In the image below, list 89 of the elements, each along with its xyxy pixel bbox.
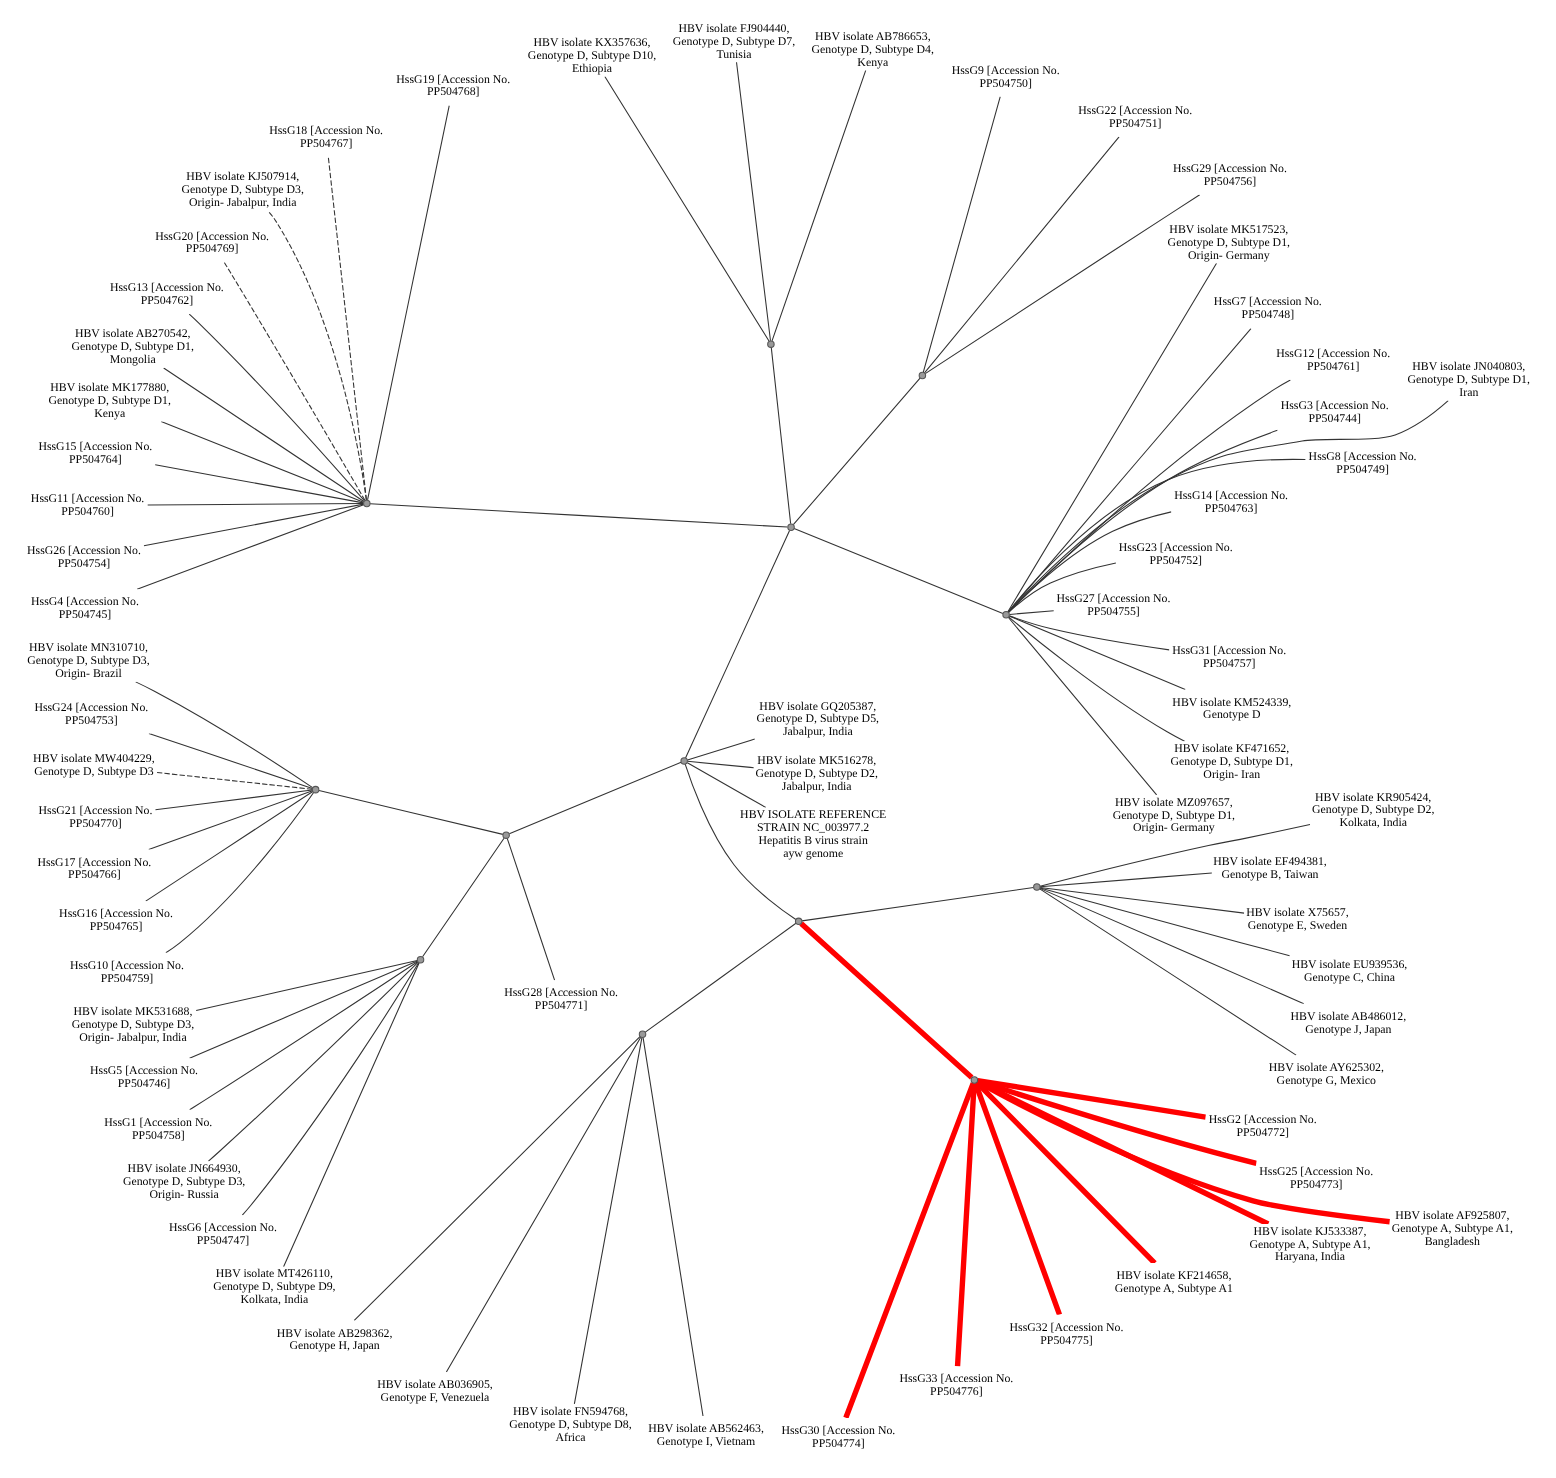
connector	[685, 529, 791, 759]
connector	[684, 763, 797, 921]
connector	[642, 1037, 704, 1417]
node-circle	[502, 831, 510, 839]
connector	[686, 760, 755, 769]
connector	[143, 503, 365, 547]
connector	[922, 96, 1001, 373]
connector	[207, 961, 419, 1162]
connector	[369, 503, 788, 528]
connector	[160, 421, 365, 503]
connector	[163, 367, 365, 503]
connector	[165, 791, 315, 954]
connector	[148, 732, 313, 790]
connector	[267, 210, 367, 501]
connector	[1007, 429, 1278, 613]
connector	[975, 1080, 1157, 1265]
connector	[1008, 616, 1186, 742]
node-circle	[363, 499, 371, 508]
node-circle	[918, 371, 927, 380]
connector	[147, 503, 364, 506]
connector	[735, 61, 772, 342]
connector	[241, 962, 420, 1216]
connector	[976, 1078, 1258, 1167]
connector	[793, 527, 1004, 614]
connector	[1039, 887, 1291, 957]
connector	[154, 789, 313, 811]
connector	[1008, 562, 1117, 613]
connector	[189, 960, 418, 1059]
connector	[1009, 610, 1055, 615]
connector	[188, 313, 366, 502]
node-circle	[416, 955, 425, 964]
connector	[148, 790, 313, 850]
connector	[954, 1083, 977, 1367]
connector	[1039, 888, 1297, 1056]
connector	[686, 762, 767, 808]
connector	[1007, 458, 1307, 613]
node-circle	[767, 340, 775, 348]
connector	[1008, 615, 1186, 691]
node-circle	[1002, 610, 1010, 619]
connector	[195, 959, 418, 1012]
connector	[1039, 872, 1213, 888]
connector	[506, 837, 556, 981]
connector	[843, 1082, 976, 1419]
connector	[1008, 615, 1170, 651]
connector	[1007, 262, 1218, 613]
connector	[1007, 328, 1252, 613]
connector	[1007, 400, 1449, 613]
connector	[976, 1079, 1270, 1227]
connector	[223, 261, 366, 501]
node-circle	[680, 757, 688, 765]
connector	[924, 194, 1201, 375]
connector	[799, 921, 974, 1080]
connector	[573, 1037, 643, 1405]
connector	[318, 789, 504, 835]
connector	[508, 761, 682, 835]
connector	[327, 156, 367, 501]
connector	[976, 1079, 1390, 1225]
connector	[1007, 616, 1158, 796]
connector	[136, 504, 365, 590]
connector	[771, 69, 867, 342]
connector	[1007, 511, 1172, 613]
connector	[154, 464, 364, 504]
connector	[135, 681, 314, 789]
node-circle	[970, 1076, 979, 1084]
connector	[283, 962, 420, 1268]
connector	[422, 837, 505, 958]
connector	[1039, 887, 1305, 1005]
connector	[644, 922, 797, 1033]
node-circle	[1033, 883, 1041, 891]
node-circle	[638, 1030, 647, 1038]
node-circle	[311, 785, 320, 794]
connector	[1039, 886, 1245, 914]
connector	[445, 1036, 642, 1373]
node-circle	[794, 917, 803, 926]
connector	[792, 377, 921, 526]
connector	[189, 961, 419, 1111]
connector	[801, 886, 1035, 922]
connector	[1039, 824, 1311, 887]
connector	[353, 1035, 641, 1322]
connector	[973, 1082, 1063, 1316]
connector	[977, 1077, 1207, 1120]
connector	[367, 105, 450, 501]
connector	[145, 790, 314, 902]
connector	[604, 76, 770, 342]
connector	[686, 738, 756, 761]
connector	[770, 346, 792, 525]
node-circle	[787, 523, 795, 532]
connector	[923, 136, 1120, 374]
connector	[155, 771, 313, 790]
